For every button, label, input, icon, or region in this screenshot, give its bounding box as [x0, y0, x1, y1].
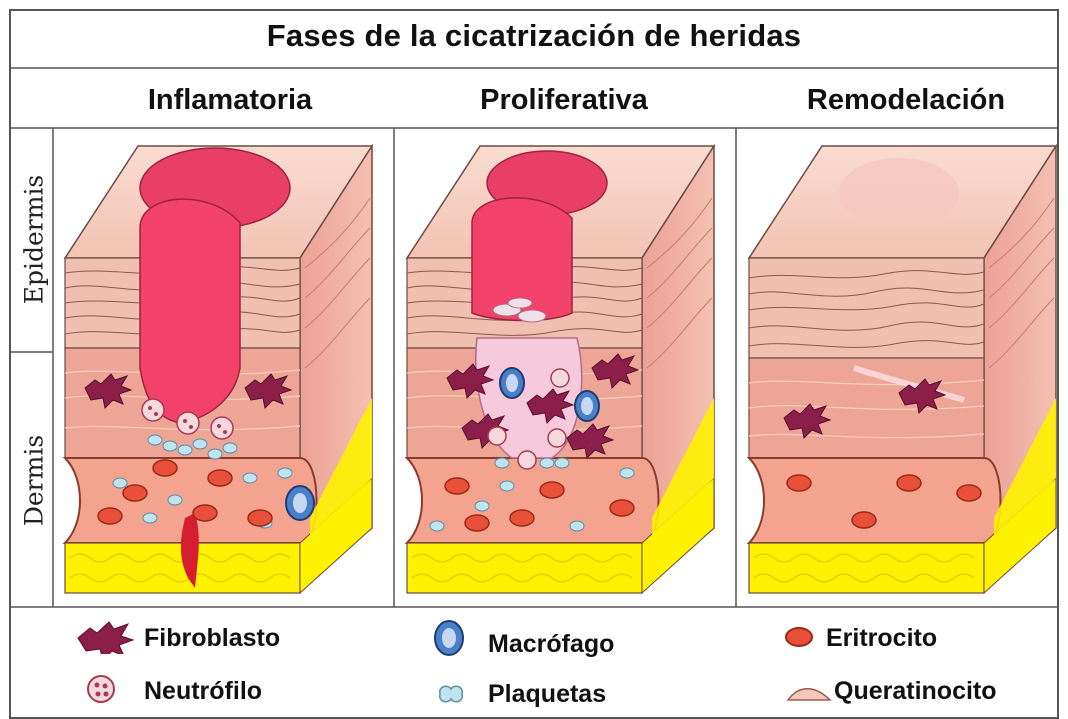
skin-block-proliferative [402, 138, 727, 600]
phase-title-proliferative: Proliferativa [394, 84, 734, 117]
layer-label-epidermis: Epidermis [20, 170, 49, 310]
legend-label-fibroblast: Fibroblasto [144, 624, 280, 653]
neutrophil-icon [84, 672, 118, 706]
keratinocyte-icon [784, 680, 834, 706]
healed-scar [839, 158, 959, 228]
legend-label-neutrophil: Neutrófilo [144, 677, 262, 706]
legend-label-erythrocyte: Eritrocito [826, 624, 937, 653]
phase-title-remodeling: Remodelación [736, 84, 1068, 117]
layer-label-dermis: Dermis [20, 431, 49, 531]
wound-cavity [140, 199, 240, 423]
legend-label-keratinocyte: Queratinocito [834, 677, 997, 706]
macrophage-icon [432, 618, 466, 658]
legend-label-macrophage: Macrófago [488, 630, 614, 659]
skin-block-remodeling [744, 138, 1068, 600]
diagram-title: Fases de la cicatrización de heridas [0, 18, 1068, 54]
legend-label-platelets: Plaquetas [488, 680, 606, 709]
skin-block-inflammatory [60, 138, 385, 600]
platelet-icon [436, 682, 466, 706]
erythrocyte-icon [782, 624, 816, 650]
fibroblast-icon [72, 620, 134, 654]
phase-title-inflammatory: Inflamatoria [60, 84, 400, 117]
